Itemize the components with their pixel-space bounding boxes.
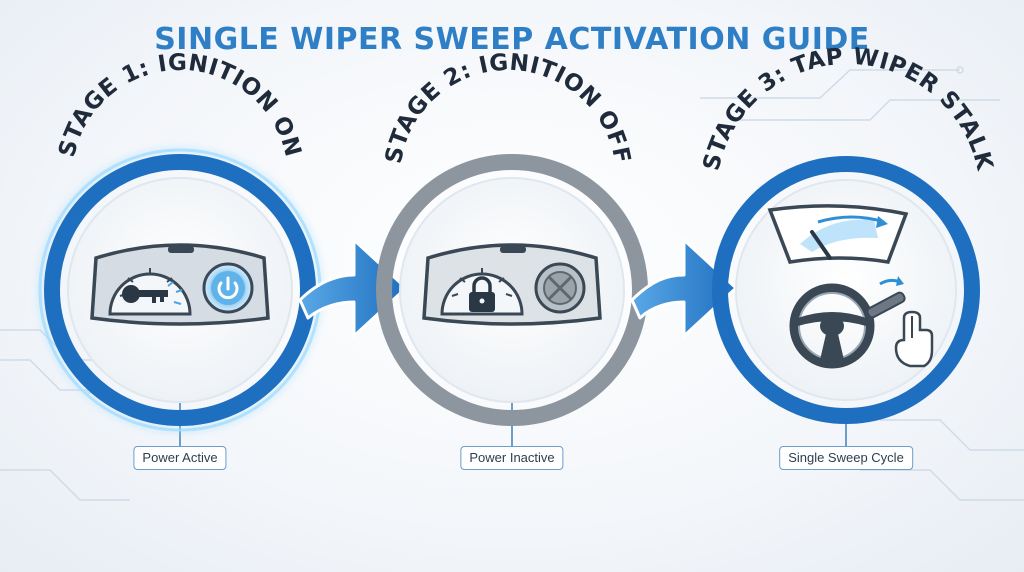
stage-2-title: STAGE 2: IGNITION OFF	[381, 50, 635, 166]
steering-wheel-icon	[789, 283, 875, 369]
arrow-2-icon	[630, 238, 738, 338]
stage-1-status-badge: Power Active	[133, 446, 227, 470]
power-button-icon	[202, 262, 254, 314]
pointing-hand-icon	[894, 310, 934, 368]
stage-2-status-badge: Power Inactive	[460, 446, 564, 470]
disabled-button-icon	[534, 262, 586, 314]
stage-3-title: STAGE 3: TAP WIPER STALK	[699, 44, 998, 174]
stage-1: STAGE 1: IGNITION ON	[38, 50, 322, 432]
page-title: SINGLE WIPER SWEEP ACTIVATION GUIDE	[154, 22, 870, 57]
key-icon	[122, 285, 168, 303]
stage-3: STAGE 3: TAP WIPER STALK	[699, 44, 998, 424]
wiper-stalk-icon	[866, 276, 906, 319]
stage-1-title: STAGE 1: IGNITION ON	[54, 50, 306, 160]
stage-2: STAGE 2: IGNITION OFF	[376, 50, 648, 426]
windshield-wiper-icon	[767, 204, 909, 264]
stage-3-status-badge: Single Sweep Cycle	[779, 446, 913, 470]
padlock-icon	[469, 276, 495, 312]
